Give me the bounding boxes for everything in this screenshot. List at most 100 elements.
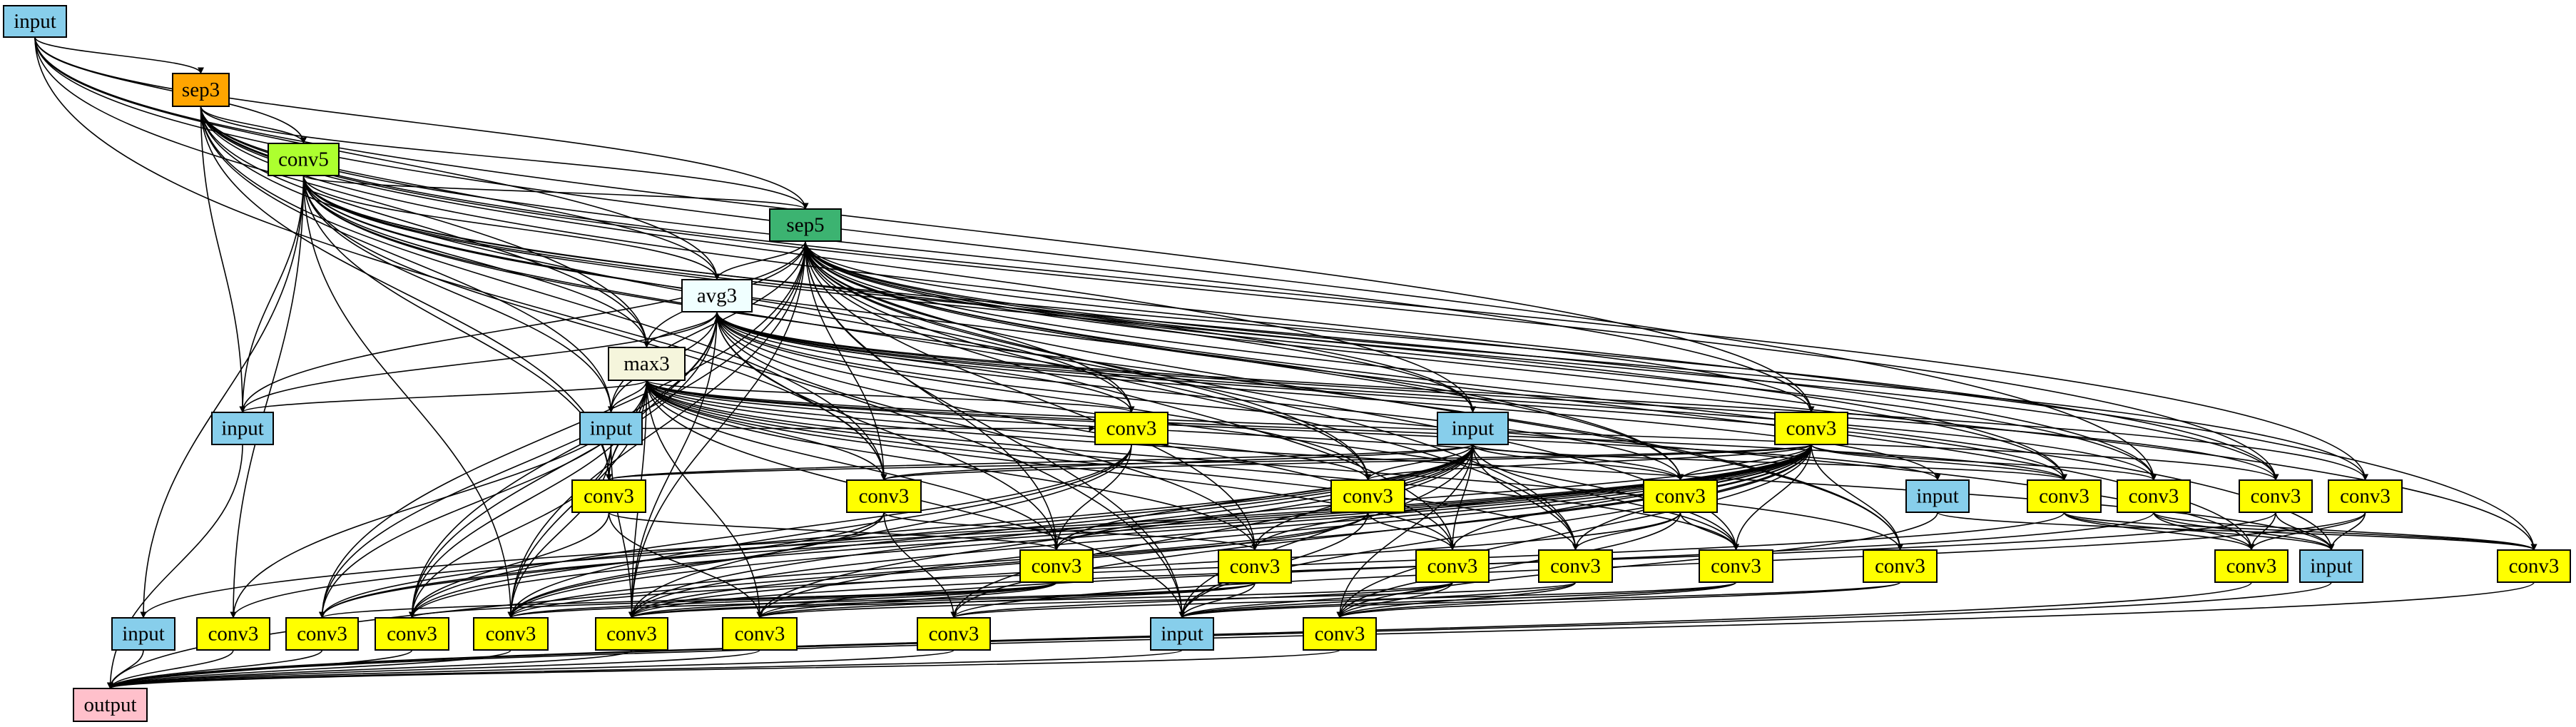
edge-conv5-to-in_f: [140, 175, 305, 619]
edge-c_r3b-to-c_r4e: [628, 582, 1256, 619]
node-label-c_r3e: conv3: [1711, 555, 1761, 578]
node-label-c_r4g: conv3: [929, 623, 979, 646]
node-conv3-c_r2g: conv3: [2239, 479, 2313, 513]
node-box-in_g: [1150, 617, 1214, 651]
node-box-in_f: [111, 617, 175, 651]
edge-c_r3b-to-c_r4d: [507, 582, 1256, 619]
node-label-c_r4h: conv3: [1315, 623, 1365, 646]
edge-c_r4e-to-output: [107, 649, 633, 689]
node-input-in_a: input: [211, 412, 274, 445]
edge-c_r4f-to-output: [107, 649, 760, 689]
node-conv3-c_r3d: conv3: [1538, 549, 1613, 583]
node-conv5-conv5: conv5: [268, 143, 340, 176]
edge-max3-to-c_r3f: [646, 380, 1903, 551]
edge-c_r2f-to-c_r3g: [2153, 512, 2255, 551]
edge-in_c-to-c_r2a: [606, 444, 1474, 481]
edge-avg3-to-c_r2g: [716, 311, 2279, 481]
node-box-c_r4f: [722, 617, 798, 651]
edge-sep5-to-c_r4e: [628, 240, 806, 619]
node-label-c_r4c: conv3: [387, 623, 437, 646]
node-box-c_r2e: [2027, 479, 2102, 513]
edge-c_r1b-to-c_r3a: [1053, 444, 1812, 551]
node-box-c_r4g: [917, 617, 991, 651]
edge-in_c-to-c_r3e: [1472, 444, 1739, 551]
edge-c_r2g-to-c_r3g: [2248, 512, 2276, 551]
edge-c_r2c-to-c_r4d: [507, 512, 1369, 619]
edge-conv5-to-sep5: [302, 175, 809, 210]
edge-c_r2e-to-c_r3g: [2063, 512, 2255, 551]
edge-c_r2c-to-c_r4e: [628, 512, 1369, 619]
node-conv3-c_r4a: conv3: [196, 617, 270, 651]
node-box-c_r3c: [1415, 549, 1490, 583]
edge-c_r1b-to-c_r4a: [230, 444, 1812, 619]
node-box-output: [73, 688, 148, 722]
edge-c_r3e-to-in_g: [1178, 581, 1737, 619]
edge-sep5-to-avg3: [713, 240, 806, 280]
node-box-c_r3g: [2214, 549, 2289, 583]
edge-sep5-to-c_r3f: [805, 240, 1903, 551]
edge-sep5-to-in_a: [239, 240, 806, 413]
edge-in_b-to-c_r4d: [507, 444, 612, 619]
edge-sep5-to-in_c: [805, 240, 1476, 413]
edge-avg3-to-c_r3c: [716, 311, 1456, 551]
node-conv3-c_r4c: conv3: [375, 617, 449, 651]
node-box-in_a: [211, 412, 274, 445]
node-label-in_d: input: [1916, 485, 1959, 508]
edge-sep3-to-c_r3h: [200, 106, 2537, 551]
edge-in_d-to-c_r3h: [1937, 512, 2537, 551]
node-label-input_top: input: [14, 10, 56, 33]
node-box-c_r2a: [571, 479, 646, 513]
edge-in_b-to-c_r4e: [610, 444, 635, 619]
edge-conv5-to-c_r2f: [302, 175, 2157, 481]
node-conv3-c_r2e: conv3: [2027, 479, 2102, 513]
node-box-c_r3d: [1538, 549, 1613, 583]
edge-c_r3c-to-c_r4e: [628, 581, 1453, 619]
node-label-sep3: sep3: [182, 78, 220, 101]
node-label-c_r3a: conv3: [1032, 555, 1082, 578]
edge-c_r1b-to-c_r3e: [1733, 444, 1812, 551]
node-box-c_r4b: [285, 617, 359, 651]
node-conv3-c_r4e: conv3: [595, 617, 668, 651]
edge-max3-to-c_r1a: [646, 380, 1135, 413]
node-box-c_r3a: [1019, 549, 1094, 583]
edge-sep3-to-in_b: [200, 106, 614, 413]
node-box-c_r4a: [196, 617, 270, 651]
node-input-in_g: input: [1150, 617, 1214, 651]
edge-input_top-to-avg3: [34, 36, 721, 280]
edge-c_r1a-to-c_r4e: [628, 444, 1132, 619]
edge-in_c-to-c_r3d: [1472, 444, 1579, 551]
node-label-c_r4e: conv3: [606, 623, 657, 646]
edge-input_top-to-c_r2f: [34, 36, 2157, 481]
edge-c_r3c-to-c_r4h: [1336, 581, 1453, 619]
edge-c_r4h-to-output: [107, 649, 1340, 689]
node-label-c_r3g: conv3: [2226, 555, 2277, 578]
edge-in_c-to-c_r2e: [1472, 444, 2067, 481]
edge-c_r3d-to-in_g: [1178, 581, 1577, 619]
edge-c_r3c-to-c_r4g: [950, 581, 1453, 619]
edge-sep3-to-c_r2b: [200, 106, 887, 481]
node-conv3-c_r2a: conv3: [571, 479, 646, 513]
edge-max3-to-c_r3b: [646, 380, 1258, 551]
edge-conv5-to-avg3: [302, 175, 721, 280]
node-output-output: output: [73, 688, 148, 722]
edge-sep5-to-c_r2h: [805, 240, 2368, 481]
edge-sep5-to-c_r2g: [805, 240, 2279, 481]
node-label-c_r2h: conv3: [2340, 485, 2391, 508]
node-conv3-c_r2h: conv3: [2328, 479, 2403, 513]
edge-c_r1b-to-c_r2a: [606, 444, 1812, 481]
edge-sep3-to-c_r3d: [200, 106, 1579, 551]
node-box-avg3: [681, 279, 753, 312]
edge-c_r2h-to-c_r3g: [2248, 512, 2366, 551]
edge-max3-to-in_e: [646, 380, 2335, 551]
edge-c_r2a-to-c_r4c: [409, 512, 610, 619]
edge-avg3-to-c_r2f: [716, 311, 2157, 481]
node-box-sep5: [769, 208, 842, 242]
edge-sep3-to-max3: [200, 106, 650, 348]
edge-c_r2h-to-in_e: [2328, 512, 2366, 551]
edge-sep5-to-c_r3c: [805, 240, 1456, 551]
edge-conv5-to-max3: [302, 175, 650, 348]
node-label-c_r2b: conv3: [859, 485, 910, 508]
edge-c_r1b-to-c_r4e: [628, 444, 1812, 619]
edge-sep5-to-in_e: [805, 240, 2335, 551]
